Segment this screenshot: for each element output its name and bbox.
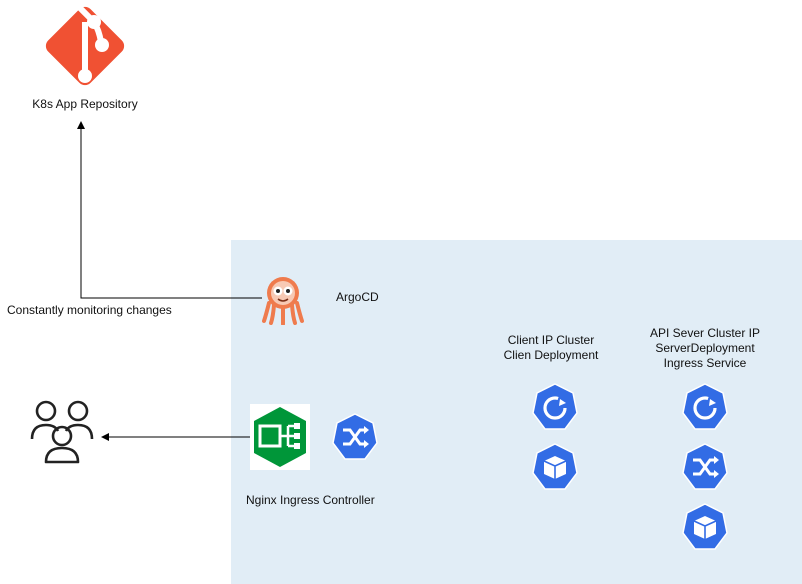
users-group-icon bbox=[30, 400, 94, 464]
k8s-pod-icon bbox=[682, 503, 728, 550]
k8s-pod-icon bbox=[532, 443, 578, 490]
monitor-arrow bbox=[77, 121, 262, 299]
k8s-service-icon bbox=[682, 443, 728, 490]
client-label-line1: Client IP Cluster bbox=[507, 333, 595, 347]
argocd-label: ArgoCD bbox=[336, 290, 379, 304]
k8s-deployment-icon bbox=[532, 383, 578, 430]
repository-label: K8s App Repository bbox=[32, 97, 138, 111]
api-label-line1: API Sever Cluster IP bbox=[649, 326, 761, 340]
api-label-line3: Ingress Service bbox=[663, 356, 747, 370]
nginx-icon bbox=[250, 404, 310, 470]
git-icon bbox=[45, 1, 125, 86]
k8s-deployment-icon bbox=[682, 383, 728, 430]
client-label-line2: Clien Deployment bbox=[503, 348, 599, 362]
k8s-service-icon bbox=[332, 413, 378, 460]
monitor-label: Constantly monitoring changes bbox=[7, 303, 172, 317]
api-label-line2: ServerDeployment bbox=[655, 341, 755, 355]
argocd-octopus-icon bbox=[262, 277, 304, 325]
nginx-label: Nginx Ingress Controller bbox=[246, 493, 375, 507]
